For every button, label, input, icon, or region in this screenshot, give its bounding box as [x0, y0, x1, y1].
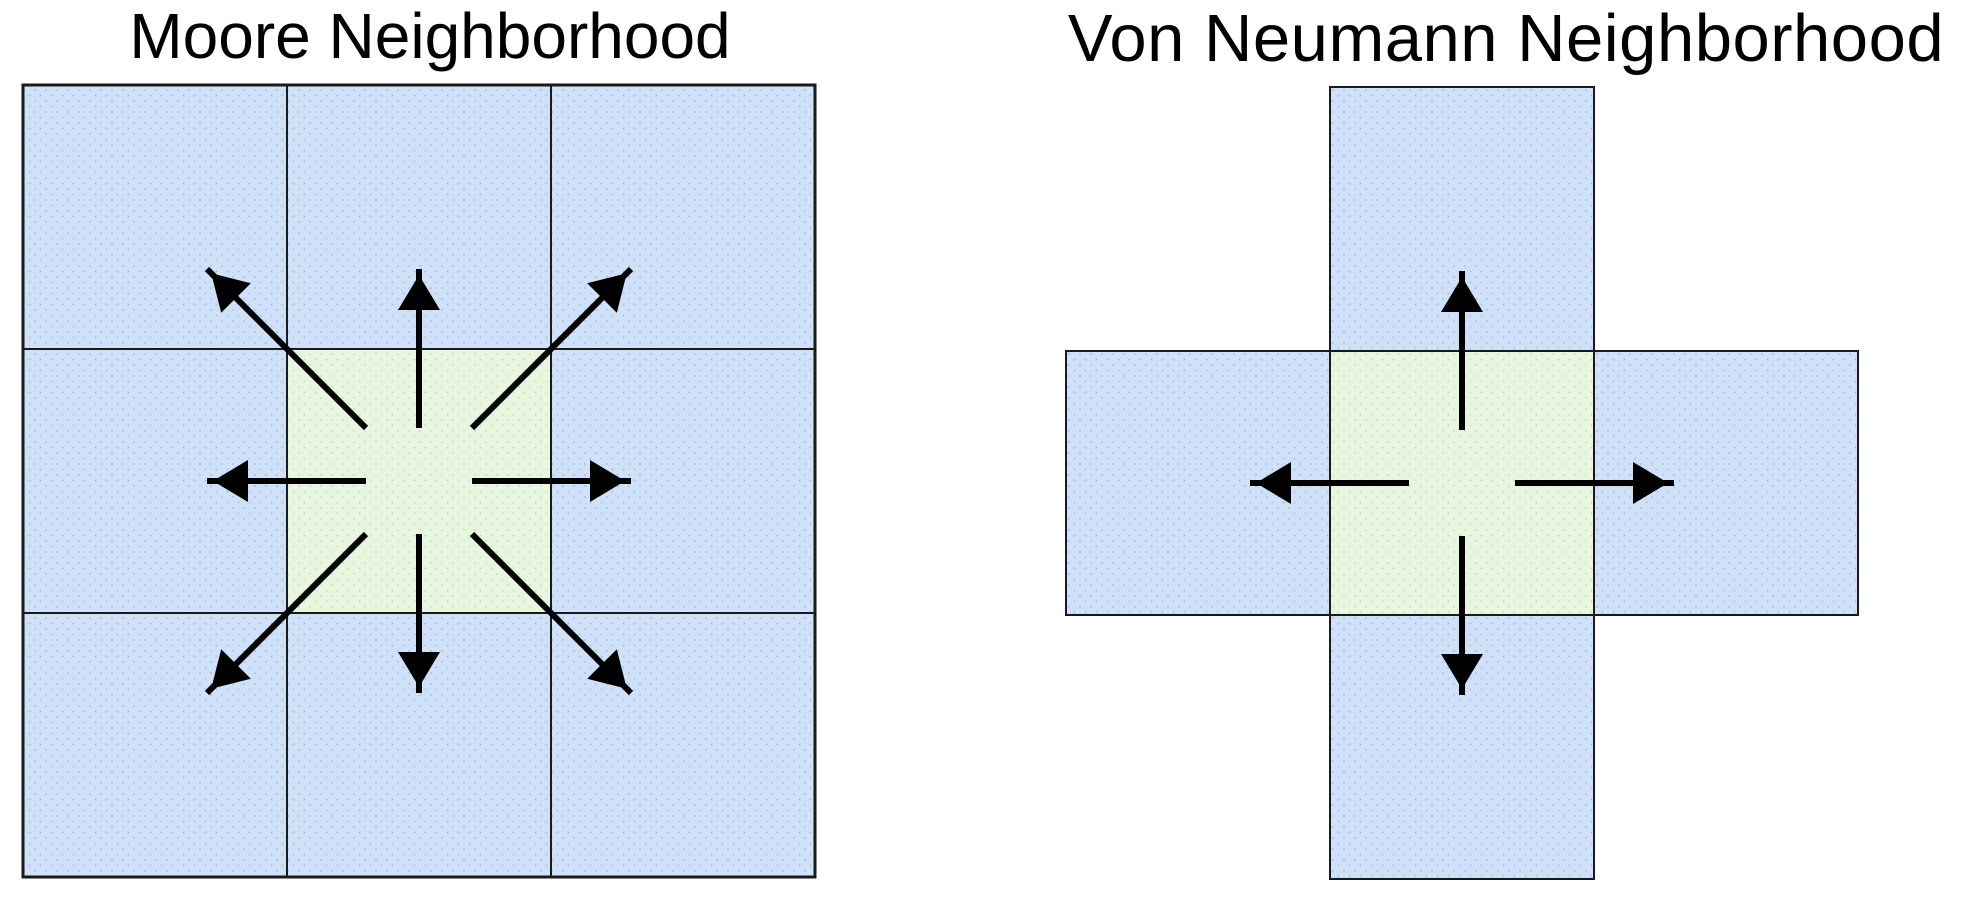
vn-arrow-west	[1250, 462, 1409, 504]
moore-arrow-south-east	[469, 531, 634, 696]
moore-arrows	[204, 266, 634, 696]
moore-cells	[22, 84, 816, 878]
moore-arrow-north-east	[469, 266, 634, 431]
vn-arrow-north	[1441, 271, 1483, 430]
moore-grid-outline	[21, 83, 817, 879]
moore-figure	[21, 83, 817, 879]
von-neumann-title: Von Neumann Neighborhood	[1067, 1, 1945, 76]
moore-title: Moore Neighborhood	[129, 0, 731, 72]
moore-arrow-north	[398, 269, 440, 428]
moore-arrow-south	[398, 534, 440, 693]
von-neumann-cells	[1065, 86, 1859, 880]
moore-arrow-west	[207, 460, 366, 502]
vn-arrow-east	[1515, 462, 1674, 504]
moore-arrow-south-west	[204, 531, 369, 696]
moore-arrow-east	[472, 460, 631, 502]
moore-arrow-north-west	[204, 266, 369, 431]
von-neumann-figure	[1065, 86, 1859, 880]
von-neumann-arrows	[1250, 271, 1674, 695]
vn-arrow-south	[1441, 536, 1483, 695]
